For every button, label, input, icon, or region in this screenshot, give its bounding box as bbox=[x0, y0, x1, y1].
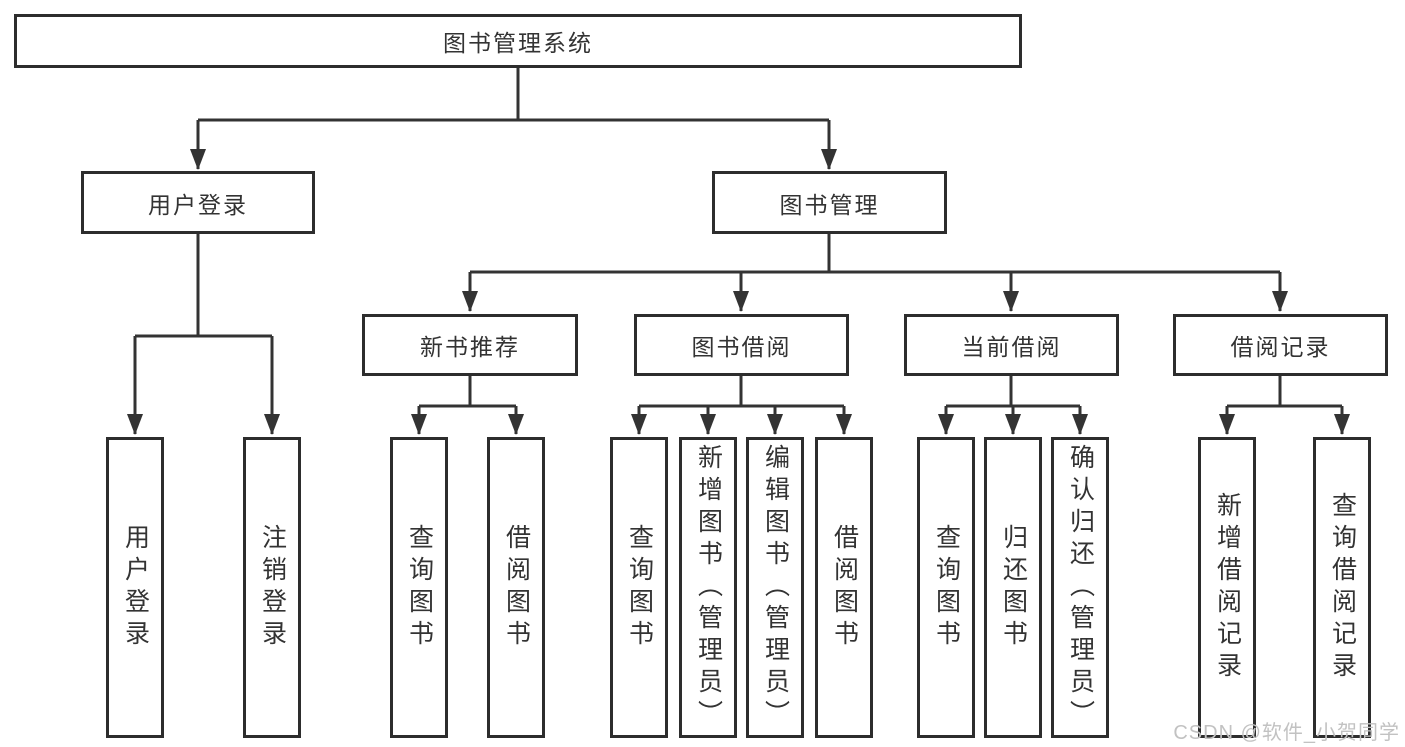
leaf-query-books-recommend: 查询图书 bbox=[390, 437, 448, 738]
node-book-borrowing: 图书借阅 bbox=[634, 314, 849, 376]
leaf-query-books-borrowing-label: 查询图书 bbox=[625, 523, 654, 652]
leaf-logout: 注销登录 bbox=[243, 437, 301, 738]
node-borrow-records: 借阅记录 bbox=[1173, 314, 1388, 376]
leaf-query-books-current-label: 查询图书 bbox=[932, 523, 961, 652]
leaf-confirm-return-admin: 确认归还（管理员） bbox=[1051, 437, 1109, 738]
leaf-add-books-admin-label: 新增图书（管理员） bbox=[694, 443, 723, 732]
leaf-edit-books-admin: 编辑图书（管理员） bbox=[746, 437, 804, 738]
leaf-logout-label: 注销登录 bbox=[258, 523, 287, 652]
node-book-borrowing-label: 图书借阅 bbox=[691, 334, 792, 360]
leaf-borrow-books-recommend: 借阅图书 bbox=[487, 437, 545, 738]
leaf-user-login-label: 用户登录 bbox=[121, 523, 150, 652]
leaf-borrow-books-recommend-label: 借阅图书 bbox=[502, 523, 531, 652]
leaf-user-login: 用户登录 bbox=[106, 437, 164, 738]
node-current-borrowing: 当前借阅 bbox=[904, 314, 1119, 376]
leaf-borrow-books-label: 借阅图书 bbox=[830, 523, 859, 652]
leaf-add-books-admin: 新增图书（管理员） bbox=[679, 437, 737, 738]
leaf-query-borrow-record: 查询借阅记录 bbox=[1313, 437, 1371, 738]
node-borrow-records-label: 借阅记录 bbox=[1230, 334, 1331, 360]
connector-stems bbox=[135, 68, 1342, 408]
leaf-add-borrow-record: 新增借阅记录 bbox=[1198, 437, 1256, 738]
leaf-borrow-books: 借阅图书 bbox=[815, 437, 873, 738]
watermark: CSDN @软件_小贺同学 bbox=[1173, 722, 1400, 744]
leaf-query-borrow-record-label: 查询借阅记录 bbox=[1328, 491, 1357, 684]
node-root: 图书管理系统 bbox=[14, 14, 1022, 68]
node-book-management-label: 图书管理 bbox=[779, 191, 880, 218]
node-user-login: 用户登录 bbox=[81, 171, 315, 234]
connector-arrows bbox=[127, 120, 1350, 435]
leaf-add-borrow-record-label: 新增借阅记录 bbox=[1213, 491, 1242, 684]
leaf-query-books-recommend-label: 查询图书 bbox=[405, 523, 434, 652]
node-root-label: 图书管理系统 bbox=[443, 30, 593, 56]
leaf-edit-books-admin-label: 编辑图书（管理员） bbox=[761, 443, 790, 732]
node-book-management: 图书管理 bbox=[712, 171, 947, 234]
leaf-query-books-borrowing: 查询图书 bbox=[610, 437, 668, 738]
leaf-return-books-label: 归还图书 bbox=[999, 523, 1028, 652]
node-new-book-recommend: 新书推荐 bbox=[362, 314, 578, 376]
node-current-borrowing-label: 当前借阅 bbox=[961, 334, 1062, 360]
node-new-book-recommend-label: 新书推荐 bbox=[420, 334, 520, 360]
node-user-login-label: 用户登录 bbox=[148, 191, 248, 218]
leaf-query-books-current: 查询图书 bbox=[917, 437, 975, 738]
leaf-return-books: 归还图书 bbox=[984, 437, 1042, 738]
leaf-confirm-return-admin-label: 确认归还（管理员） bbox=[1066, 443, 1095, 732]
